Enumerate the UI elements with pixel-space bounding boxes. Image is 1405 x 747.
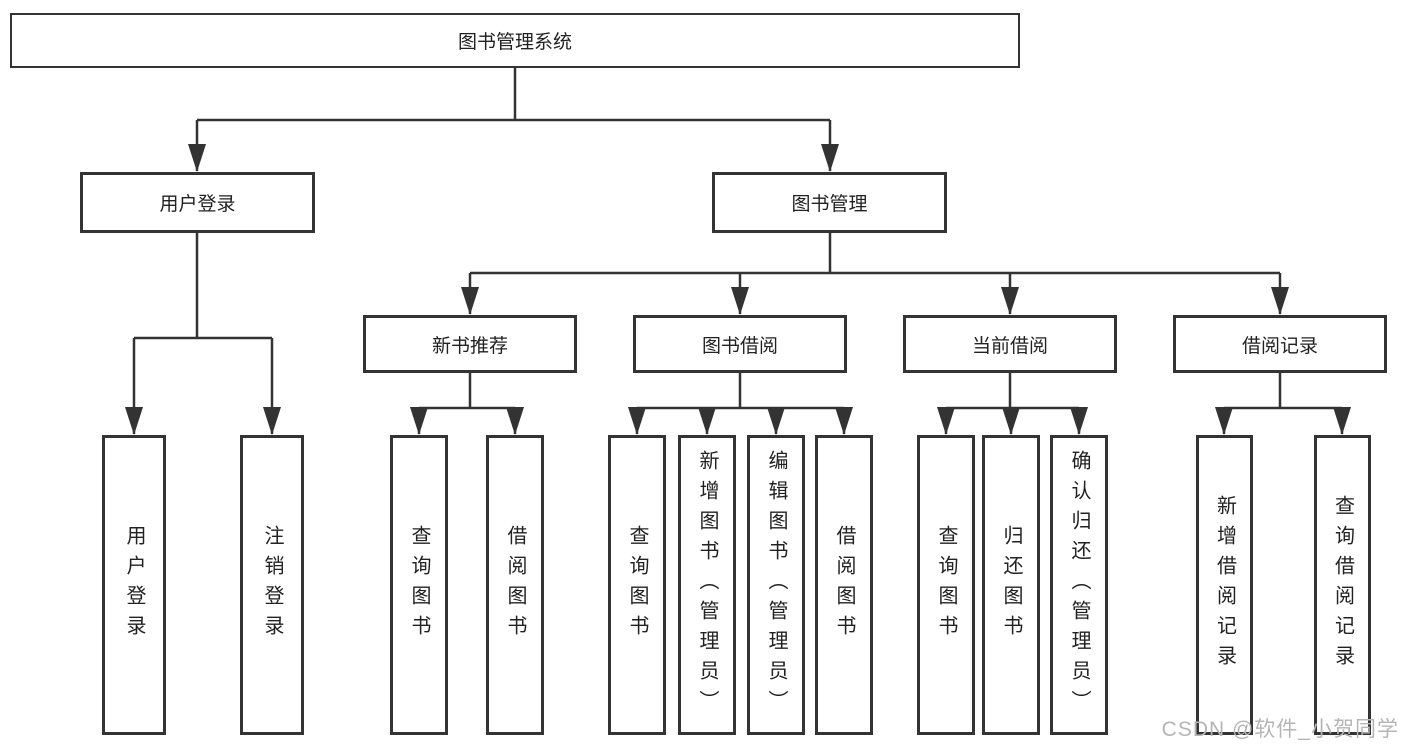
leaf-current-return-books: 归还图书 <box>982 435 1040 735</box>
node-new-book-recommend: 新书推荐 <box>363 315 577 373</box>
node-label: 图书管理 <box>791 194 868 215</box>
node-root: 图书管理系统 <box>10 13 1020 68</box>
connector-new-book-recommend <box>419 373 515 410</box>
leaf-label: 新增图书（管理员） <box>696 450 718 720</box>
connector-borrow-records <box>1224 373 1342 410</box>
leaf-borrow-edit-books-admin: 编辑图书（管理员） <box>747 435 805 735</box>
node-label: 当前借阅 <box>971 335 1048 357</box>
leaf-current-confirm-return-admin: 确认归还（管理员） <box>1050 435 1108 735</box>
leaf-label: 借阅图书 <box>504 525 526 645</box>
node-root-label: 图书管理系统 <box>457 32 572 53</box>
node-current-borrow: 当前借阅 <box>903 315 1117 373</box>
leaf-borrow-add-books-admin: 新增图书（管理员） <box>678 435 736 735</box>
connector-user-login <box>134 233 272 340</box>
node-user-login-branch: 用户登录 <box>80 172 315 233</box>
connector-root <box>197 68 830 122</box>
leaf-user-login: 用户登录 <box>102 435 166 735</box>
node-label: 用户登录 <box>159 194 236 215</box>
connector-current-borrow <box>946 373 1079 410</box>
leaf-current-query-books: 查询图书 <box>917 435 975 735</box>
leaf-recommend-borrow-books: 借阅图书 <box>486 435 544 735</box>
leaf-label: 查询图书 <box>935 525 957 645</box>
leaf-label: 借阅图书 <box>833 525 855 645</box>
leaf-label: 新增借阅记录 <box>1213 495 1236 675</box>
node-borrow-records: 借阅记录 <box>1173 315 1387 373</box>
leaf-logout: 注销登录 <box>240 435 304 735</box>
leaf-label: 查询图书 <box>626 525 648 645</box>
leaf-label: 注销登录 <box>261 525 283 645</box>
leaf-label: 用户登录 <box>123 525 145 645</box>
node-label: 新书推荐 <box>431 335 508 357</box>
leaf-records-add-record: 新增借阅记录 <box>1196 435 1253 735</box>
leaf-borrow-borrow-books: 借阅图书 <box>815 435 873 735</box>
leaf-recommend-query-books: 查询图书 <box>390 435 448 735</box>
node-book-borrow: 图书借阅 <box>633 315 847 373</box>
leaf-label: 编辑图书（管理员） <box>765 450 787 720</box>
leaf-label: 查询图书 <box>408 525 430 645</box>
node-book-management: 图书管理 <box>712 172 947 233</box>
leaf-label: 查询借阅记录 <box>1331 495 1354 675</box>
leaf-records-query-record: 查询借阅记录 <box>1314 435 1371 735</box>
watermark: CSDN @软件_小贺同学 <box>1161 718 1399 741</box>
leaf-label: 归还图书 <box>1000 525 1022 645</box>
leaf-borrow-query-books: 查询图书 <box>608 435 666 735</box>
node-label: 借阅记录 <box>1241 335 1318 357</box>
leaf-label: 确认归还（管理员） <box>1068 450 1090 720</box>
connector-book-borrow <box>637 373 844 410</box>
node-label: 图书借阅 <box>701 335 778 357</box>
connector-book-management <box>470 233 1280 275</box>
